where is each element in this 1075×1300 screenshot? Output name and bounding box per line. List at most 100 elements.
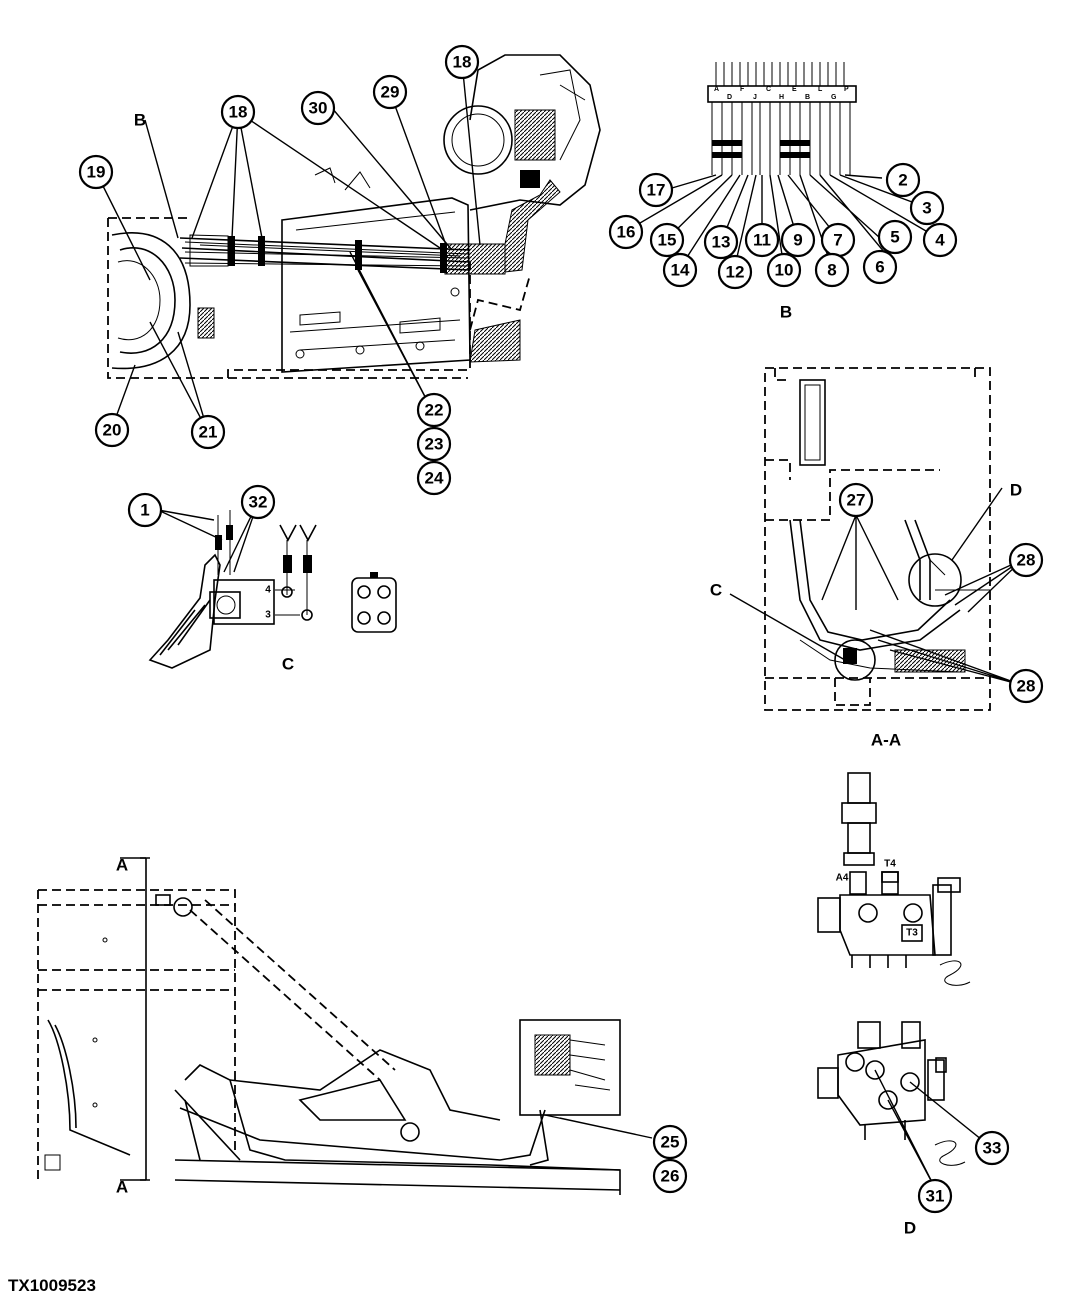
- callout-28-upper: 28: [1008, 542, 1044, 578]
- connector-letter: F: [740, 86, 745, 93]
- svg-text:28: 28: [1017, 551, 1036, 570]
- svg-text:4: 4: [935, 231, 945, 250]
- connector-letter: H: [779, 94, 784, 101]
- callout-30: 30: [300, 90, 336, 126]
- port-label-4: 4: [265, 585, 271, 596]
- callout-31: 31: [917, 1178, 953, 1214]
- svg-text:31: 31: [926, 1187, 945, 1206]
- callout-6: 6: [862, 249, 898, 285]
- port-label-t4: T4: [884, 859, 896, 870]
- callout-12: 12: [717, 254, 753, 290]
- connector-letter: A: [714, 86, 719, 93]
- svg-text:27: 27: [847, 491, 866, 510]
- callout-10: 10: [766, 252, 802, 288]
- svg-text:5: 5: [890, 228, 899, 247]
- main-harness-view: [107, 54, 601, 379]
- svg-text:1: 1: [140, 501, 149, 520]
- callout-33: 33: [974, 1130, 1010, 1166]
- callout-21: 21: [190, 414, 226, 450]
- callout-7: 7: [820, 222, 856, 258]
- callout-17: 17: [638, 172, 674, 208]
- view-b-pointer-label: B: [134, 111, 146, 130]
- svg-text:29: 29: [381, 83, 400, 102]
- svg-text:17: 17: [647, 181, 666, 200]
- svg-text:7: 7: [833, 231, 842, 250]
- connector-letter: B: [805, 94, 810, 101]
- svg-text:6: 6: [875, 258, 884, 277]
- callout-5: 5: [877, 219, 913, 255]
- svg-text:13: 13: [712, 233, 731, 252]
- callout-13: 13: [703, 224, 739, 260]
- section-aa: [729, 367, 1023, 711]
- connector-letter: D: [727, 94, 732, 101]
- callout-8: 8: [814, 252, 850, 288]
- svg-text:12: 12: [726, 263, 745, 282]
- svg-text:18: 18: [229, 103, 248, 122]
- svg-text:23: 23: [425, 435, 444, 454]
- main-view-leaders: [95, 61, 481, 433]
- section-a-top-label: A: [116, 856, 128, 875]
- callout-26: 26: [652, 1158, 688, 1194]
- callout-11: 11: [744, 222, 780, 258]
- callout-3: 3: [909, 190, 945, 226]
- valve-view: [817, 772, 971, 986]
- svg-text:21: 21: [199, 423, 218, 442]
- port-label-a4: A4: [836, 873, 849, 884]
- callout-25: 25: [652, 1124, 688, 1160]
- callout-1: 1: [127, 492, 163, 528]
- side-view: [37, 857, 653, 1195]
- svg-text:8: 8: [827, 261, 836, 280]
- connector-letter: G: [831, 94, 837, 101]
- svg-text:9: 9: [793, 231, 802, 250]
- callout-28-lower: 28: [1008, 668, 1044, 704]
- svg-text:33: 33: [983, 1139, 1002, 1158]
- svg-text:10: 10: [775, 261, 794, 280]
- callout-23: 23: [416, 426, 452, 462]
- port-label-3: 3: [265, 610, 271, 621]
- svg-text:11: 11: [753, 231, 771, 250]
- view-d-label: D: [904, 1219, 916, 1238]
- detail-d: [817, 1021, 993, 1189]
- svg-text:15: 15: [658, 231, 677, 250]
- detail-c: [148, 501, 397, 669]
- callout-2: 2: [885, 162, 921, 198]
- svg-text:2: 2: [898, 171, 907, 190]
- section-aa-label: A-A: [871, 731, 901, 750]
- svg-text:18: 18: [453, 53, 472, 72]
- callout-15: 15: [649, 222, 685, 258]
- callout-27: 27: [838, 482, 874, 518]
- callout-20: 20: [94, 412, 130, 448]
- callout-18-left: 18: [220, 94, 256, 130]
- svg-text:16: 16: [617, 223, 636, 242]
- callout-9: 9: [780, 222, 816, 258]
- connector-letter: J: [753, 94, 757, 101]
- svg-text:24: 24: [425, 469, 444, 488]
- svg-text:14: 14: [671, 261, 690, 280]
- svg-text:32: 32: [249, 493, 268, 512]
- connector-letter: L: [818, 86, 823, 93]
- connector-letter: E: [792, 86, 797, 93]
- view-b-label: B: [780, 303, 792, 322]
- callout-29: 29: [372, 74, 408, 110]
- connector-letter: C: [766, 86, 771, 93]
- callout-16: 16: [608, 214, 644, 250]
- view-c-label: C: [282, 655, 294, 674]
- svg-text:3: 3: [922, 199, 931, 218]
- connector-letter: P: [844, 86, 849, 93]
- callout-18-right: 18: [444, 44, 480, 80]
- view-d-pointer-label: D: [1010, 481, 1022, 500]
- svg-text:30: 30: [309, 99, 328, 118]
- section-a-bottom-label: A: [116, 1178, 128, 1197]
- svg-text:20: 20: [103, 421, 122, 440]
- svg-text:26: 26: [661, 1167, 680, 1186]
- svg-text:22: 22: [425, 401, 444, 420]
- svg-text:28: 28: [1017, 677, 1036, 696]
- callout-4: 4: [922, 222, 958, 258]
- svg-text:19: 19: [87, 163, 106, 182]
- callout-14: 14: [662, 252, 698, 288]
- document-id: TX1009523: [8, 1276, 96, 1295]
- view-c-pointer-label: C: [710, 581, 722, 600]
- connector-detail-b: A D F J C H E B L GP: [627, 62, 939, 271]
- callout-19: 19: [78, 154, 114, 190]
